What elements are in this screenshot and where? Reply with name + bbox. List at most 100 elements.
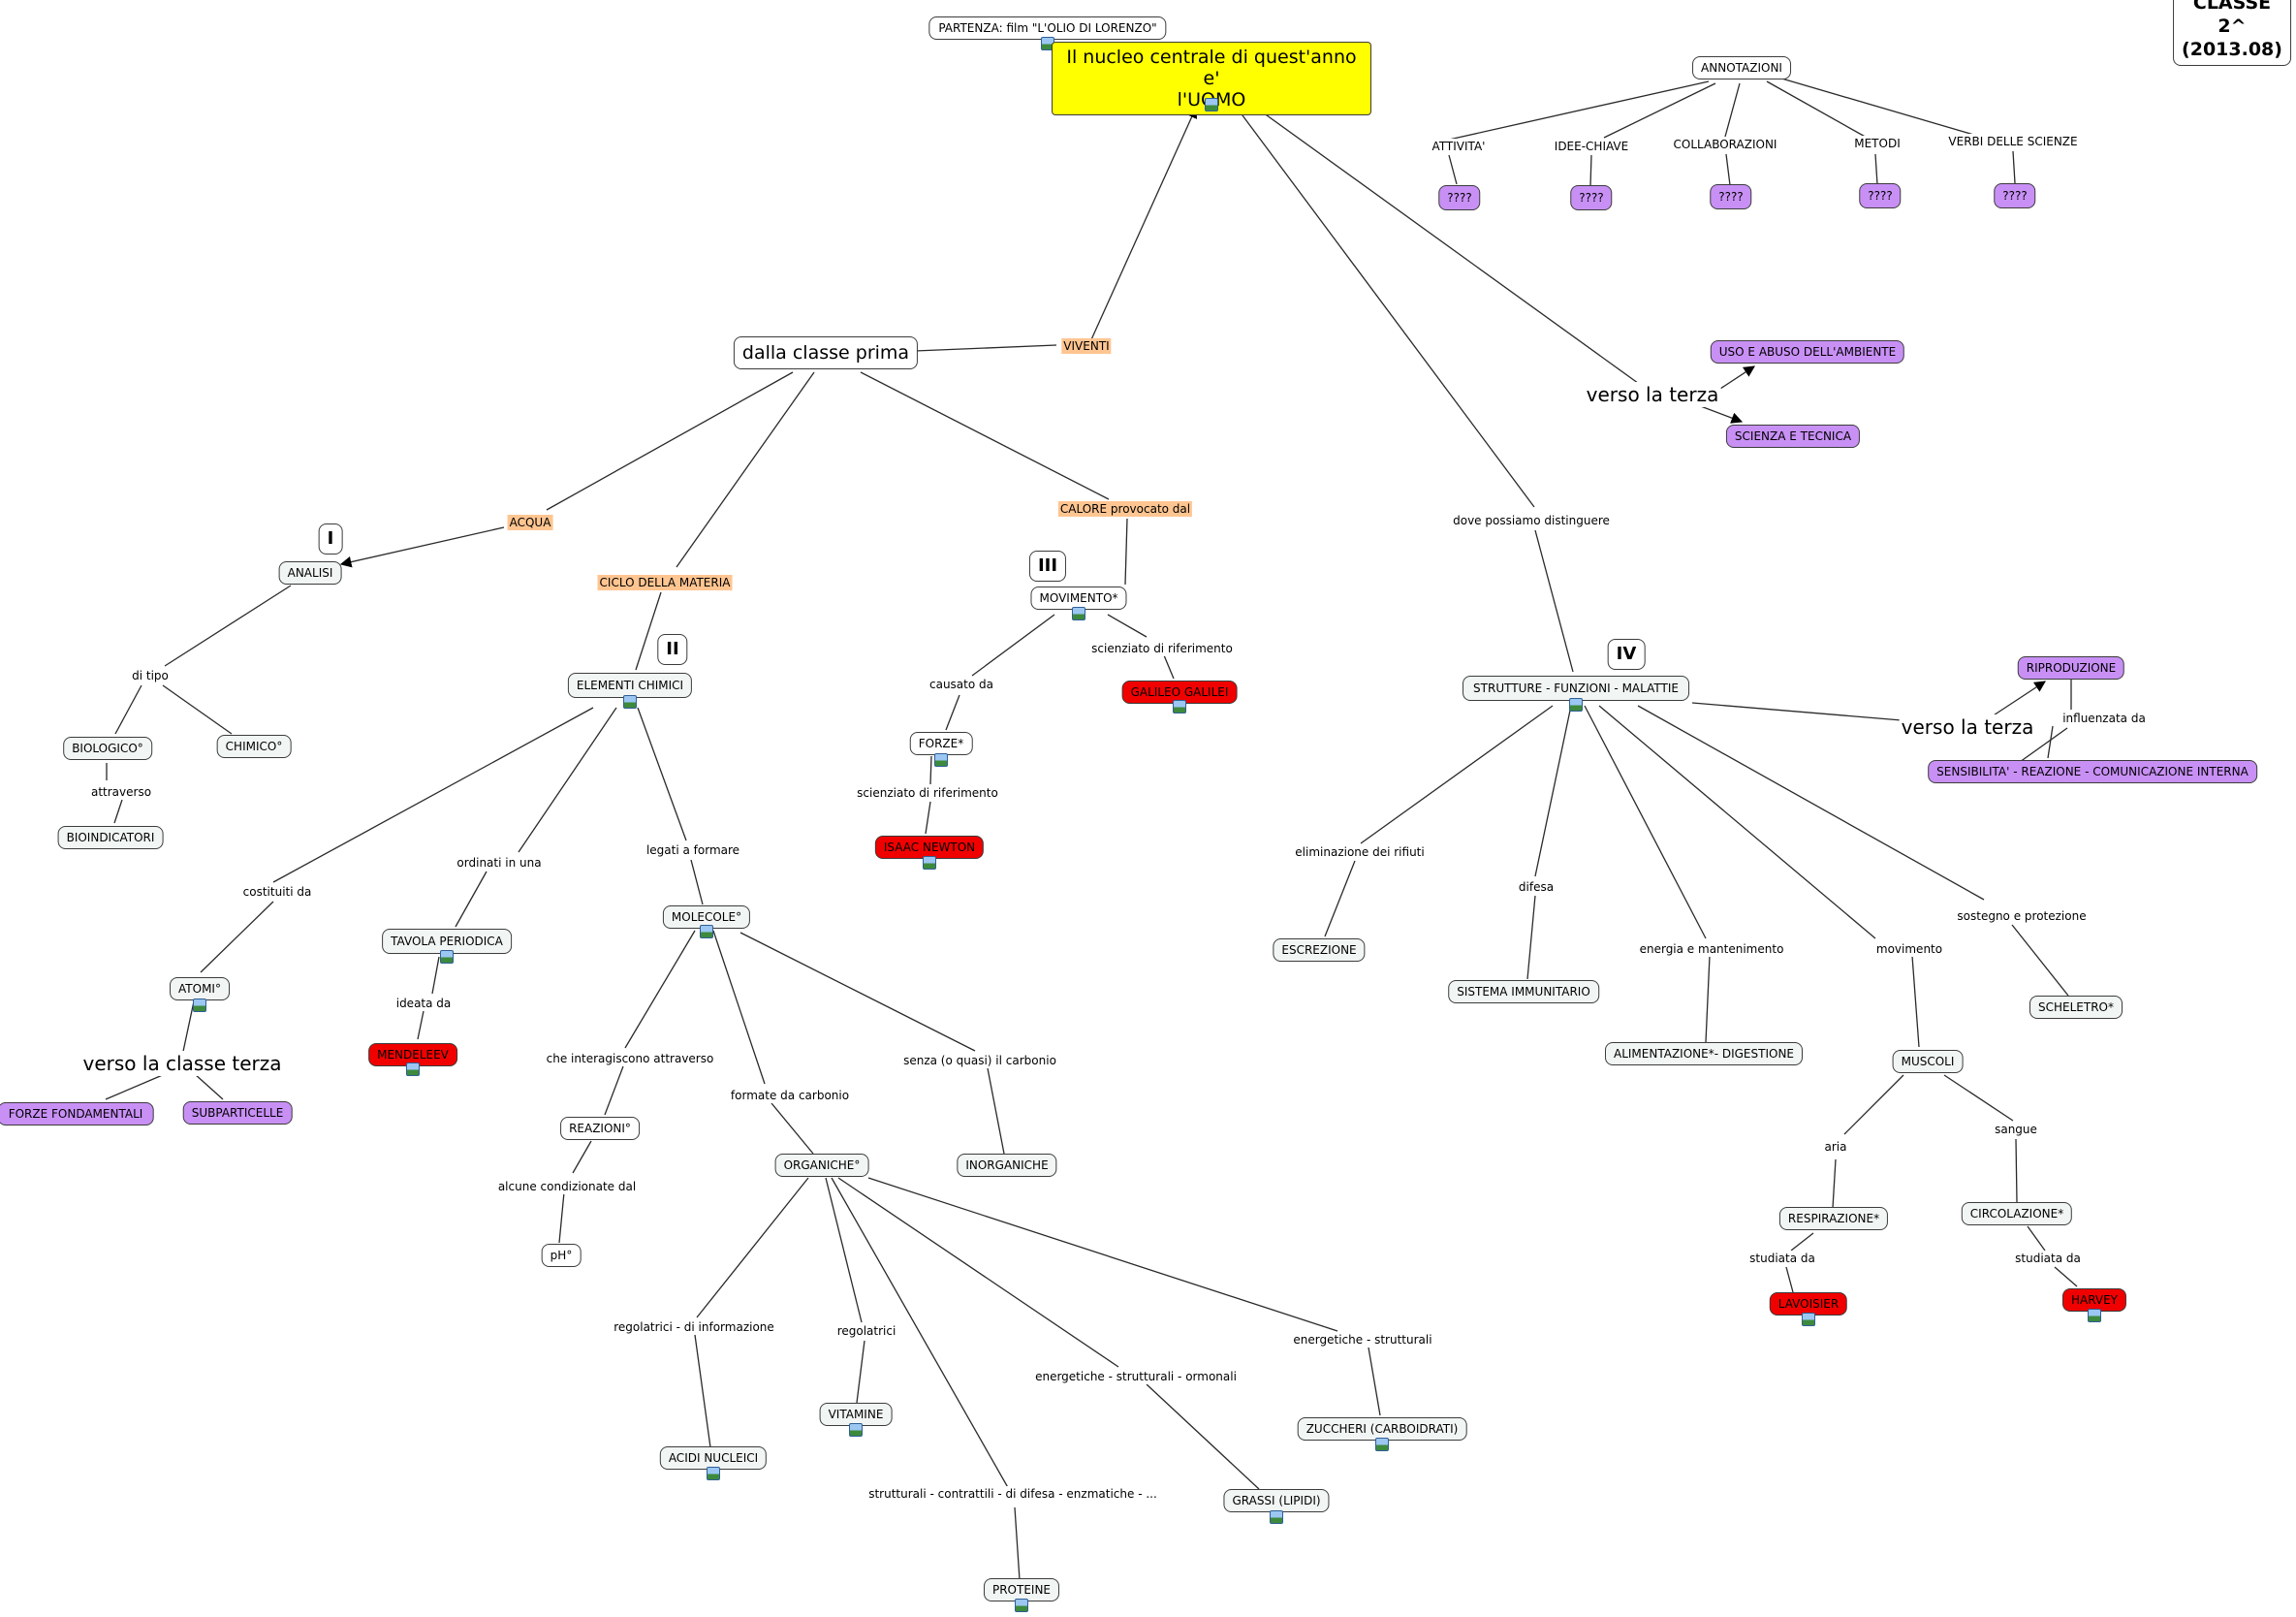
label-formate-carbonio: formate da carbonio (728, 1088, 852, 1103)
node-organiche[interactable]: ORGANICHE° (774, 1154, 869, 1177)
image-attachment-icon[interactable] (849, 1423, 863, 1437)
label-collaborazioni: COLLABORAZIONI (1671, 137, 1779, 152)
node-grassi[interactable]: GRASSI (LIPIDI) (1223, 1489, 1330, 1512)
label-verso-classe-terza: verso la classe terza (80, 1051, 284, 1076)
node-analisi[interactable]: ANALISI (278, 561, 342, 585)
roman-numeral-2: II (657, 634, 688, 665)
label-che-interagiscono: che interagiscono attraverso (544, 1051, 716, 1066)
node-annotazioni[interactable]: ANNOTAZIONI (1692, 56, 1791, 79)
node-strutture-funzioni-malattie[interactable]: STRUTTURE - FUNZIONI - MALATTIE (1463, 676, 1689, 701)
node-placeholder-attivita[interactable]: ???? (1438, 185, 1481, 210)
label-aria: aria (1822, 1139, 1849, 1155)
node-placeholder-metodi[interactable]: ???? (1859, 183, 1902, 208)
node-forze[interactable]: FORZE* (909, 732, 973, 755)
label-sangue: sangue (1993, 1122, 2039, 1137)
roman-numeral-3: III (1028, 551, 1067, 582)
label-costituiti-da: costituiti da (240, 884, 314, 900)
label-regolatrici-informazione: regolatrici - di informazione (612, 1319, 776, 1335)
roman-numeral-4: IV (1607, 639, 1646, 670)
label-influenzata-da: influenzata da (2060, 711, 2148, 726)
label-energetiche-ormonali: energetiche - strutturali - ormonali (1033, 1369, 1239, 1384)
label-movimento: movimento (1873, 941, 1945, 957)
label-legati-a-formare: legati a formare (644, 842, 742, 858)
label-calore: CALORE provocato dal (1057, 501, 1193, 517)
node-uso-abuso-ambiente[interactable]: USO E ABUSO DELL'AMBIENTE (1710, 340, 1905, 364)
label-senza-carbonio: senza (o quasi) il carbonio (901, 1053, 1058, 1068)
node-subparticelle[interactable]: SUBPARTICELLE (182, 1101, 293, 1125)
label-alcune-condizionate: alcune condizionate dal (495, 1179, 639, 1194)
node-riproduzione[interactable]: RIPRODUZIONE (2017, 656, 2125, 680)
image-attachment-icon[interactable] (700, 925, 713, 938)
node-classe-prima[interactable]: dalla classe prima (733, 336, 919, 369)
label-viventi: VIVENTI (1061, 338, 1112, 354)
label-ideata-da: ideata da (393, 996, 454, 1011)
node-scheletro[interactable]: SCHELETRO* (2029, 996, 2123, 1019)
label-idee-chiave: IDEE-CHIAVE (1552, 139, 1631, 154)
label-studiata-da-harvey: studiata da (2013, 1251, 2083, 1266)
label-strutturali-contrattili: strutturali - contrattili - di difesa - … (866, 1486, 1159, 1502)
image-attachment-icon[interactable] (1072, 607, 1085, 620)
node-sistema-immunitario[interactable]: SISTEMA IMMUNITARIO (1448, 980, 1599, 1003)
label-scienziato-riferimento-newton: scienziato di riferimento (855, 785, 1000, 801)
node-muscoli[interactable]: MUSCOLI (1892, 1050, 1964, 1073)
node-inorganiche[interactable]: INORGANICHE (957, 1154, 1057, 1177)
label-ciclo-materia: CICLO DELLA MATERIA (597, 575, 733, 590)
image-attachment-icon[interactable] (1802, 1313, 1815, 1326)
node-placeholder-idee[interactable]: ???? (1570, 185, 1613, 210)
node-reazioni[interactable]: REAZIONI° (560, 1117, 640, 1140)
image-attachment-icon[interactable] (1569, 698, 1583, 712)
label-eliminazione-rifiuti: eliminazione dei rifiuti (1293, 844, 1427, 860)
label-di-tipo: di tipo (130, 668, 171, 683)
node-placeholder-collaborazioni[interactable]: ???? (1710, 184, 1752, 209)
node-galileo-galilei[interactable]: GALILEO GALILEI (1121, 681, 1238, 704)
image-attachment-icon[interactable] (406, 1062, 420, 1076)
label-causato-da: causato da (928, 677, 995, 692)
node-isaac-newton[interactable]: ISAAC NEWTON (874, 836, 985, 859)
node-zuccheri[interactable]: ZUCCHERI (CARBOIDRATI) (1297, 1417, 1467, 1441)
node-biologico[interactable]: BIOLOGICO° (63, 737, 152, 760)
label-energetiche-strutturali: energetiche - strutturali (1291, 1332, 1434, 1348)
node-sensibilita[interactable]: SENSIBILITA' - REAZIONE - COMUNICAZIONE … (1928, 760, 2257, 783)
node-alimentazione-digestione[interactable]: ALIMENTAZIONE*- DIGESTIONE (1604, 1042, 1804, 1065)
label-energia-mantenimento: energia e mantenimento (1637, 941, 1786, 957)
node-escrezione[interactable]: ESCREZIONE (1273, 938, 1366, 962)
roman-numeral-1: I (318, 523, 343, 555)
image-attachment-icon[interactable] (193, 999, 206, 1012)
node-forze-fondamentali[interactable]: FORZE FONDAMENTALI (0, 1102, 154, 1126)
image-attachment-icon[interactable] (440, 950, 454, 964)
image-attachment-icon[interactable] (1375, 1438, 1389, 1451)
image-attachment-icon[interactable] (1270, 1510, 1283, 1524)
node-chimico[interactable]: CHIMICO° (216, 735, 292, 758)
node-scienza-tecnica[interactable]: SCIENZA E TECNICA (1725, 425, 1861, 448)
node-atomi[interactable]: ATOMI° (170, 977, 230, 1000)
label-attivita: ATTIVITA' (1430, 139, 1488, 154)
label-difesa: difesa (1516, 879, 1557, 895)
image-attachment-icon[interactable] (2088, 1309, 2101, 1322)
image-attachment-icon[interactable] (707, 1467, 720, 1480)
image-attachment-icon[interactable] (623, 695, 637, 709)
label-verso-terza-right: verso la terza (1899, 714, 2036, 740)
label-sostegno-protezione: sostegno e protezione (1955, 908, 2089, 924)
node-ph[interactable]: pH° (541, 1244, 582, 1267)
label-acqua: ACQUA (507, 515, 553, 530)
image-attachment-icon[interactable] (1015, 1599, 1028, 1612)
label-scienziato-riferimento-galileo: scienziato di riferimento (1089, 641, 1235, 656)
diagram-title: CLASSE 2^ (2013.08) (2173, 0, 2291, 66)
image-attachment-icon[interactable] (934, 753, 948, 767)
image-attachment-icon[interactable] (1173, 700, 1186, 713)
label-metodi: METODI (1852, 136, 1903, 151)
node-respirazione[interactable]: RESPIRAZIONE* (1778, 1207, 1889, 1230)
label-attraverso: attraverso (88, 784, 154, 800)
label-studiata-da-lavoisier: studiata da (1747, 1251, 1817, 1266)
image-attachment-icon[interactable] (1205, 98, 1218, 111)
node-bioindicatori[interactable]: BIOINDICATORI (57, 826, 164, 849)
label-dove-distinguere: dove possiamo distinguere (1451, 513, 1612, 528)
label-verso-terza-top: verso la terza (1584, 382, 1721, 407)
label-ordinati-in-una: ordinati in una (455, 855, 544, 871)
label-verbi-scienze: VERBI DELLE SCIENZE (1946, 134, 2080, 149)
image-attachment-icon[interactable] (923, 856, 936, 870)
label-regolatrici: regolatrici (834, 1323, 898, 1339)
node-placeholder-verbi[interactable]: ???? (1994, 183, 2036, 208)
node-circolazione[interactable]: CIRCOLAZIONE* (1961, 1202, 2073, 1225)
